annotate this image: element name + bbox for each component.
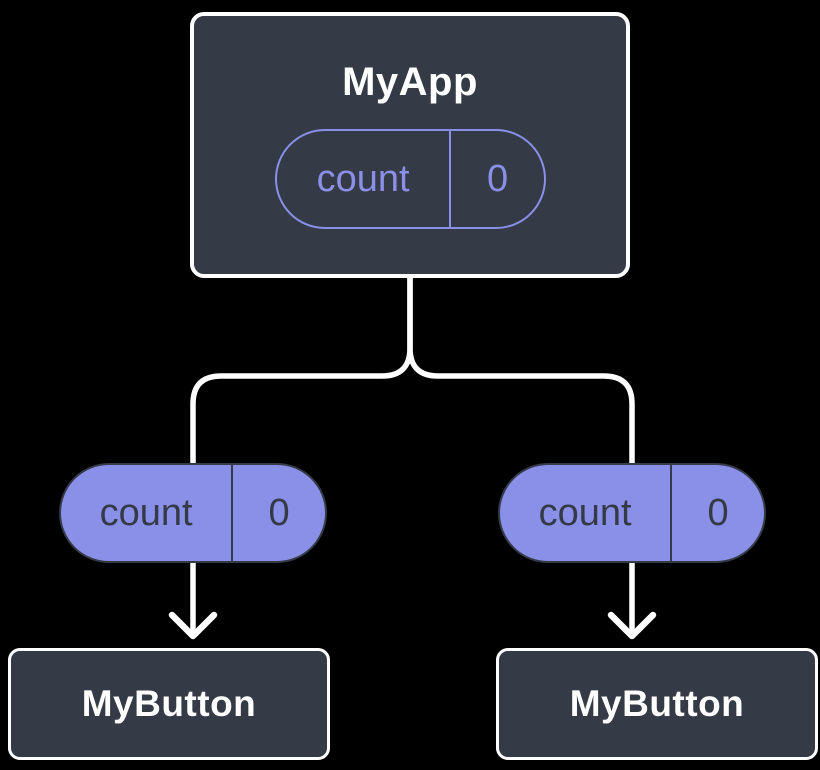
arrow-down-icon <box>168 611 218 640</box>
state-name-label: count <box>316 157 410 200</box>
prop-value-label: 0 <box>670 465 764 561</box>
state-pill: count 0 <box>275 129 546 229</box>
myapp-node-title: MyApp <box>342 60 478 104</box>
myapp-node: MyApp <box>190 12 630 278</box>
prop-pill-left: count 0 <box>59 463 327 563</box>
state-value-label: 0 <box>449 131 544 227</box>
arrow-down-icon <box>607 611 657 640</box>
prop-name-label: count <box>538 491 632 534</box>
prop-pill-right: count 0 <box>498 463 766 563</box>
mybutton-node-right: MyButton <box>496 648 818 760</box>
connector-branch-left <box>190 275 413 469</box>
prop-value-label: 0 <box>231 465 325 561</box>
connector-branch-right <box>407 275 635 469</box>
mybutton-node-left: MyButton <box>8 648 330 760</box>
prop-name-label: count <box>99 491 193 534</box>
